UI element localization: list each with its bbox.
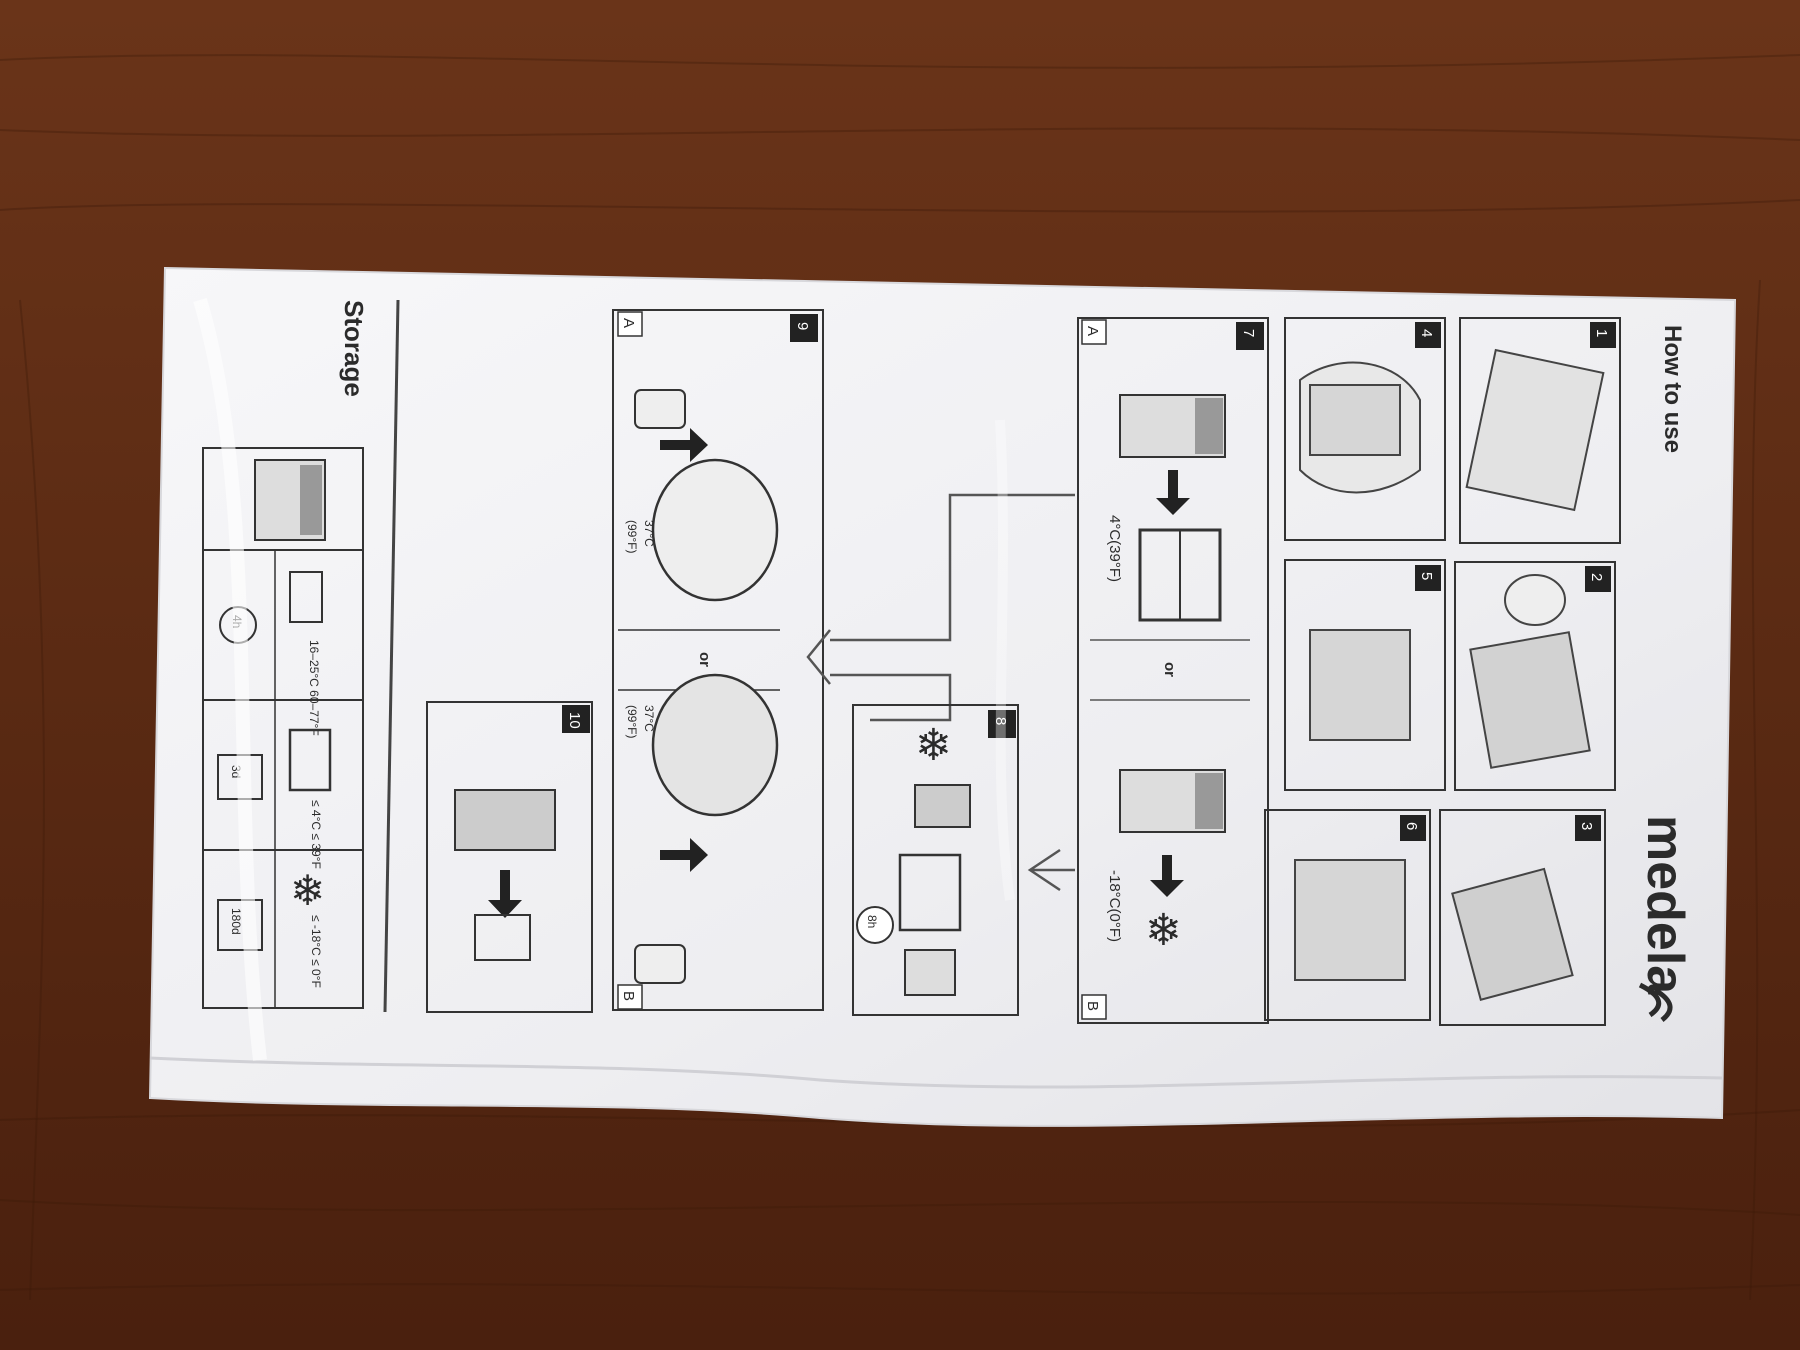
flow-connector <box>830 493 1075 722</box>
milk-bag-icon <box>914 784 971 828</box>
warm-temp-f: (99°F) <box>625 705 639 738</box>
room-temp-label: 16–25°C 60–77°F <box>307 640 321 736</box>
bag-sheen <box>995 419 1015 901</box>
storage-title: Storage <box>339 300 369 397</box>
step-number: 7 <box>1240 329 1257 337</box>
snowflake-icon: ❄ <box>290 867 325 914</box>
warming-pot-icon <box>651 673 779 817</box>
arrow-down-icon <box>1150 855 1184 897</box>
milk-bag-icon <box>1309 629 1411 741</box>
milk-bag-icon <box>1309 384 1401 456</box>
milk-bag-icon <box>454 789 556 851</box>
step-number: 1 <box>1593 329 1610 337</box>
thermometer-icon <box>289 571 323 623</box>
fridge-icon <box>288 728 332 792</box>
bottle-icon <box>634 389 686 429</box>
brand-logo: medela <box>1636 815 1694 995</box>
arrow-down-icon <box>488 870 522 918</box>
arrow-down-icon <box>660 838 708 872</box>
variant-a-label: A <box>620 318 637 328</box>
flow-arrow-icon <box>806 629 831 685</box>
fridge-icon <box>898 853 962 932</box>
freezer-temp-label: -18°C(0°F) <box>1106 870 1123 942</box>
freezer-time-label: 180d <box>229 908 243 935</box>
timer-icon <box>856 906 894 944</box>
milk-bag-icon <box>1294 859 1406 981</box>
bag-sheen <box>193 297 267 1061</box>
warm-temp-c: 37°C <box>642 705 656 732</box>
bottle-icon <box>1504 574 1566 626</box>
steps-grid: 4 5 6 1 2 3 <box>1264 317 1621 1026</box>
freezer-temp-label: ≤ -18°C ≤ 0°F <box>309 915 323 988</box>
step-number: 2 <box>1588 573 1605 581</box>
step-7-panel: 7 A B 4°C(39°F) or ❄ -18°C(0°F) <box>1077 317 1269 1024</box>
step-number: 6 <box>1403 822 1420 830</box>
step-8-panel: 8 ❄ 8h <box>852 704 1019 1016</box>
step-number: 8 <box>992 717 1009 725</box>
variant-b-label: B <box>1084 1001 1101 1011</box>
milk-bag-icon <box>1465 348 1605 512</box>
step-number: 10 <box>566 712 583 729</box>
variant-b-label: B <box>620 991 637 1001</box>
warming-pot-icon <box>651 458 779 602</box>
arrow-down-icon <box>660 428 708 462</box>
milk-bag-icon <box>1469 631 1591 769</box>
step-number: 9 <box>794 322 811 330</box>
bag-seal-edge <box>149 1056 1723 1089</box>
fridge-temp-label: 4°C(39°F) <box>1106 515 1123 582</box>
variant-a-label: A <box>1084 326 1101 336</box>
step-number: 3 <box>1578 822 1595 830</box>
storage-table: 16–25°C 60–77°F 4h ≤ 4°C ≤ 39°F 3d ❄ ≤ -… <box>202 447 364 1009</box>
flow-arrow-icon <box>1027 848 1075 892</box>
step-number: 4 <box>1418 329 1435 337</box>
step-9-panel: 9 A B or 37°C (99°F) 37°C (99°F) <box>612 309 824 1011</box>
step-10-panel: 10 <box>426 701 593 1013</box>
snowflake-icon: ❄ <box>915 721 952 770</box>
milk-bag-icon <box>1451 867 1574 1001</box>
warm-temp-f: (99°F) <box>625 520 639 553</box>
brand-mark-icon <box>1638 982 1673 1022</box>
how-to-use-title: How to use <box>1659 325 1686 453</box>
wood-grain <box>0 54 1800 1301</box>
or-separator: or <box>696 652 713 667</box>
fridge-temp-label: ≤ 4°C ≤ 39°F <box>309 800 323 869</box>
storage-divider <box>383 299 400 1013</box>
warm-temp-c: 37°C <box>642 520 656 547</box>
milk-bag-icon <box>904 949 956 996</box>
step-number: 5 <box>1418 572 1435 580</box>
snowflake-icon: ❄ <box>1145 906 1182 955</box>
arrow-down-icon <box>1156 470 1190 515</box>
thaw-time-label: 8h <box>865 915 879 928</box>
calendar-icon <box>217 899 263 951</box>
bottle-icon <box>634 944 686 984</box>
trash-bin-icon <box>474 914 531 961</box>
or-separator: or <box>1161 662 1178 677</box>
